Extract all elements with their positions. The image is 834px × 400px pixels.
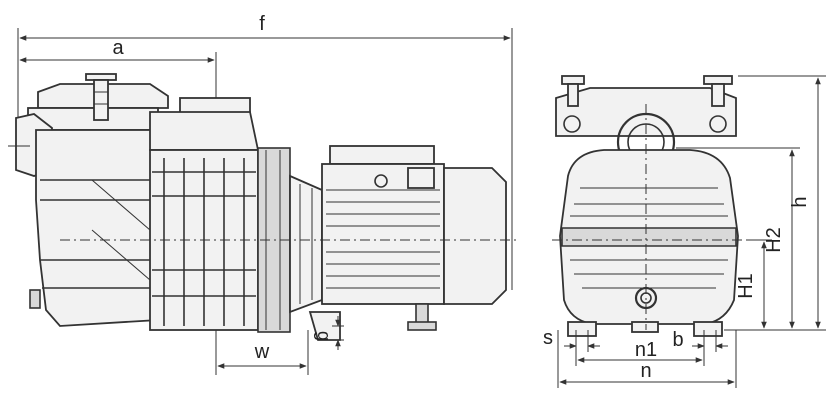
motor bbox=[321, 145, 507, 331]
side-view: f a bbox=[8, 13, 516, 375]
dim-label-f: f bbox=[259, 13, 265, 35]
cover-knob bbox=[85, 73, 117, 121]
dim-label-s: s bbox=[543, 327, 553, 349]
dim-label-w: w bbox=[254, 341, 270, 363]
end-housing bbox=[559, 149, 739, 325]
dim-label-g: g bbox=[314, 331, 334, 341]
dim-label-n: n bbox=[640, 360, 651, 382]
pump-body bbox=[149, 97, 291, 333]
dim-label-h2: H2 bbox=[763, 227, 785, 253]
strainer-housing bbox=[8, 83, 169, 327]
dim-label-b: b bbox=[672, 329, 683, 351]
end-view: H1 H2 h s b n1 n bbox=[543, 75, 826, 388]
dim-label-h: h bbox=[789, 196, 811, 207]
dim-label-h1: H1 bbox=[735, 273, 757, 299]
dim-label-n1: n1 bbox=[635, 339, 657, 361]
dim-label-a: a bbox=[112, 37, 124, 59]
end-feet bbox=[567, 321, 723, 337]
